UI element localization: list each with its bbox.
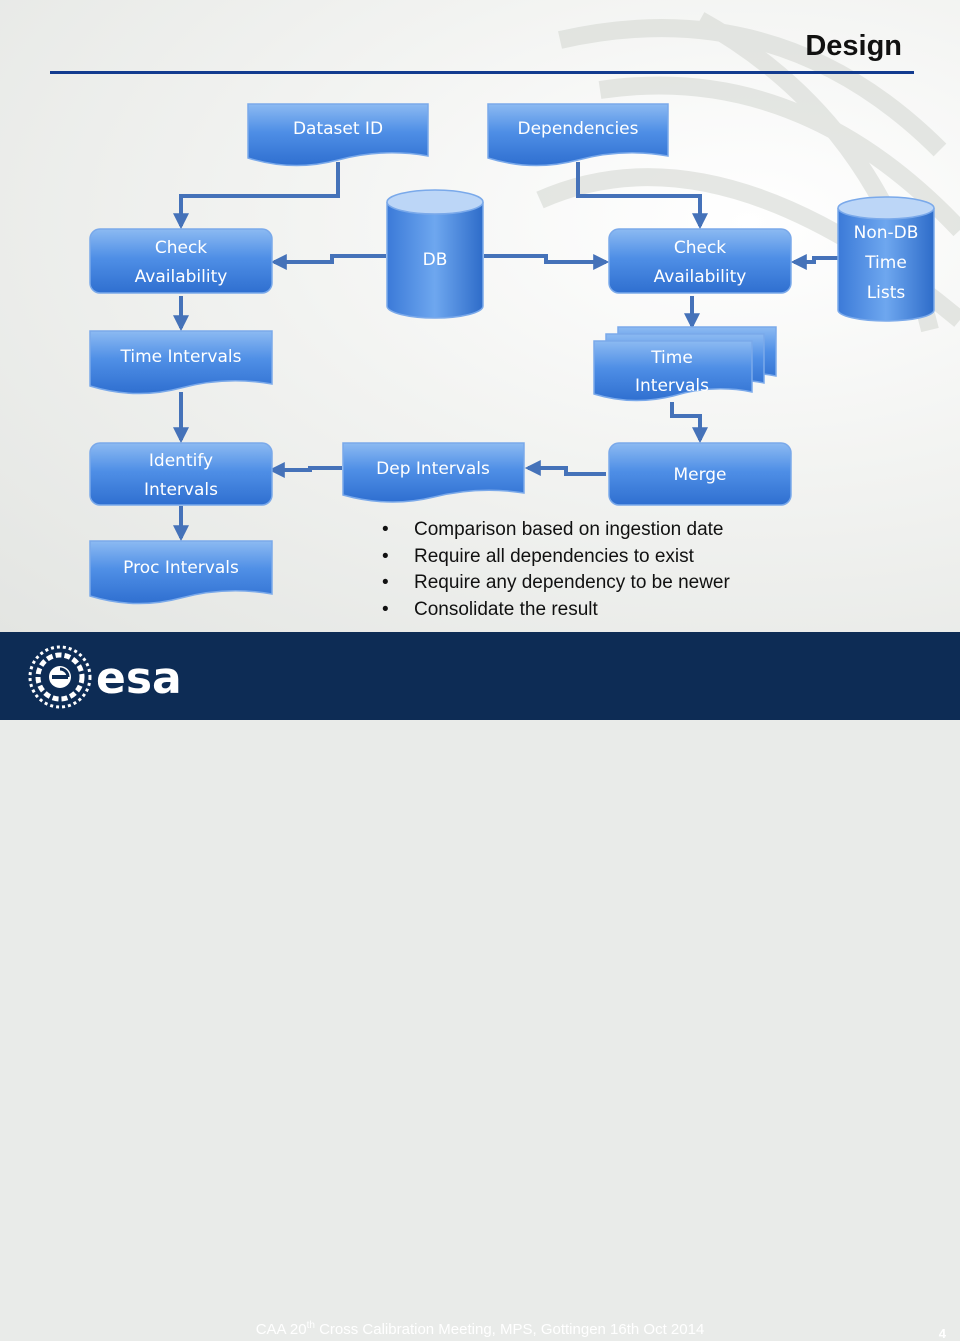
footer-caption-sup: th <box>306 1320 315 1331</box>
node-db: DB <box>386 189 484 319</box>
node-label: Lists <box>867 283 906 303</box>
node-label: Check <box>155 238 207 258</box>
node-time-intervals-right: Time Intervals <box>593 326 777 402</box>
node-label: Proc Intervals <box>123 558 239 578</box>
node-dependencies: Dependencies <box>487 103 669 167</box>
node-label: Merge <box>673 465 726 485</box>
node-label: Dep Intervals <box>376 459 490 479</box>
connector-nondb-to-check <box>790 254 838 270</box>
connector-dataset-to-check <box>173 162 340 230</box>
bullet-item: Require all dependencies to exist <box>380 544 730 571</box>
title-underline <box>50 71 914 74</box>
node-check-availability-right: Check Availability <box>608 228 792 294</box>
node-identify-intervals: Identify Intervals <box>89 442 273 506</box>
footer-caption-suffix: Cross Calibration Meeting, MPS, Gottinge… <box>314 1321 705 1338</box>
node-label: Time <box>650 348 693 368</box>
footer-caption: CAA 20th Cross Calibration Meeting, MPS,… <box>0 1320 960 1338</box>
node-non-db-time-lists: Non-DB Time Lists <box>837 196 935 322</box>
node-label: Intervals <box>635 376 709 396</box>
node-label: Non-DB <box>854 223 919 243</box>
node-dataset-id: Dataset ID <box>247 103 429 167</box>
bullet-item: Require any dependency to be newer <box>380 570 730 597</box>
node-label: Time <box>864 253 907 273</box>
node-dep-intervals: Dep Intervals <box>342 442 525 503</box>
connector-merge-to-dep <box>524 460 606 476</box>
esa-logo: esa <box>28 645 182 709</box>
node-check-availability-left: Check Availability <box>89 228 273 294</box>
bullet-list: Comparison based on ingestion date Requi… <box>380 517 730 623</box>
slide-title: Design <box>805 30 902 62</box>
bullet-item: Consolidate the result <box>380 597 730 624</box>
node-label: Availability <box>654 267 747 287</box>
node-label: Intervals <box>144 480 218 500</box>
connector-dependencies-to-check <box>576 162 708 230</box>
slide: Design <box>0 0 960 632</box>
node-label: Time Intervals <box>120 347 242 367</box>
connector-dep-to-identify <box>268 462 342 478</box>
flow-diagram: Dataset ID Dependencies Check Availabili… <box>89 103 935 605</box>
node-label: Identify <box>149 451 213 471</box>
node-label: Availability <box>135 267 228 287</box>
footer-bar: esa CAA 20th Cross Calibration Meeting, … <box>0 632 960 1341</box>
esa-wordmark: esa <box>96 653 182 704</box>
page-number: 4 <box>938 1326 946 1341</box>
node-label: Check <box>674 238 726 258</box>
footer-caption-prefix: CAA 20 <box>255 1321 307 1338</box>
node-merge: Merge <box>608 442 792 506</box>
esa-emblem-icon <box>28 645 92 709</box>
connector-time-to-merge <box>670 402 708 444</box>
connector-db-to-check-right <box>484 254 610 270</box>
node-label: Dependencies <box>518 119 639 139</box>
bullet-item: Comparison based on ingestion date <box>380 517 730 544</box>
node-label: Dataset ID <box>293 119 383 139</box>
node-proc-intervals: Proc Intervals <box>89 540 273 605</box>
node-time-intervals-left: Time Intervals <box>89 330 273 395</box>
connector-db-to-check-left <box>270 254 386 270</box>
node-label: DB <box>423 250 448 270</box>
